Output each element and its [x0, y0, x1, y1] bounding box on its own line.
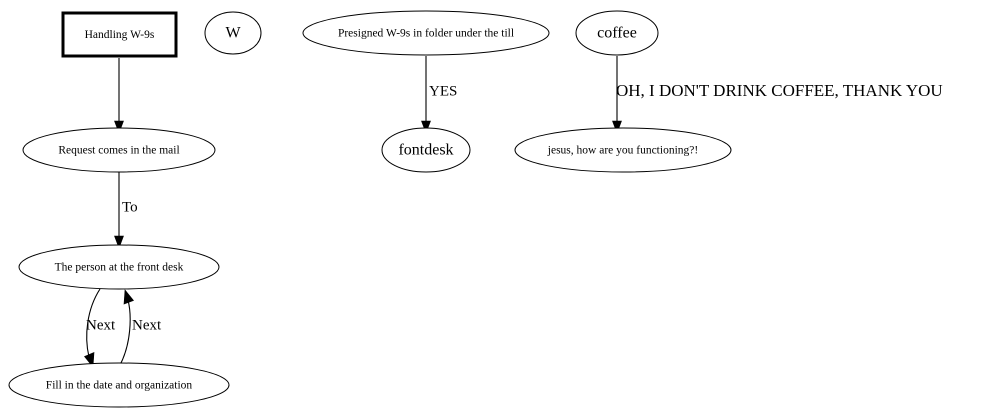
- edge-label-next-up: Next: [132, 317, 162, 333]
- node-label-fontdesk: fontdesk: [398, 142, 453, 159]
- edge-label-next-down: Next: [86, 317, 116, 333]
- edge-request-comes-in-the-mail-to-the-person-at-the-front-desk: To: [114, 172, 138, 249]
- node-label-fill-in-the-date-and-organization: Fill in the date and organization: [46, 380, 193, 392]
- node-handling-w9s[interactable]: Handling W-9s: [61, 11, 178, 58]
- edge-label-to: To: [122, 199, 138, 215]
- node-label-the-person-at-the-front-desk: The person at the front desk: [55, 262, 184, 274]
- node-label-handling-w9s: Handling W-9s: [85, 29, 155, 41]
- node-fontdesk[interactable]: fontdesk: [381, 127, 471, 173]
- node-the-person-at-the-front-desk[interactable]: The person at the front desk: [18, 244, 220, 290]
- edge-label-yes: YES: [429, 83, 457, 99]
- edge-fill-in-the-date-and-organization-to-the-person-at-the-front-desk: Next: [119, 289, 162, 366]
- node-jesus-how-are-you-functioning[interactable]: jesus, how are you functioning?!: [514, 127, 732, 173]
- node-w[interactable]: W: [204, 11, 262, 55]
- node-label-presigned-w9s: Presigned W-9s in folder under the till: [338, 28, 514, 40]
- node-coffee[interactable]: coffee: [575, 10, 659, 56]
- node-fill-in-the-date-and-organization[interactable]: Fill in the date and organization: [8, 362, 230, 408]
- node-label-coffee: coffee: [597, 25, 637, 42]
- edge-handling-w9s-to-request-comes-in-the-mail: [114, 58, 124, 134]
- edge-coffee-to-jesus-how-are-you-functioning: OH, I DON'T DRINK COFFEE, THANK YOU: [612, 56, 943, 134]
- node-label-w: W: [225, 25, 241, 42]
- node-label-request-comes-in-the-mail: Request comes in the mail: [58, 145, 179, 157]
- node-request-comes-in-the-mail[interactable]: Request comes in the mail: [22, 127, 216, 173]
- node-presigned-w9s-in-folder-under-the-till[interactable]: Presigned W-9s in folder under the till: [302, 10, 550, 56]
- edge-label-oh-i-dont-drink-coffee: OH, I DON'T DRINK COFFEE, THANK YOU: [616, 81, 943, 100]
- edge-the-person-at-the-front-desk-to-fill-in-the-date-and-organization: Next: [84, 288, 116, 368]
- node-label-jesus-how-are-you-functioning: jesus, how are you functioning?!: [547, 145, 698, 157]
- edge-presigned-w9s-to-fontdesk: YES: [421, 56, 457, 134]
